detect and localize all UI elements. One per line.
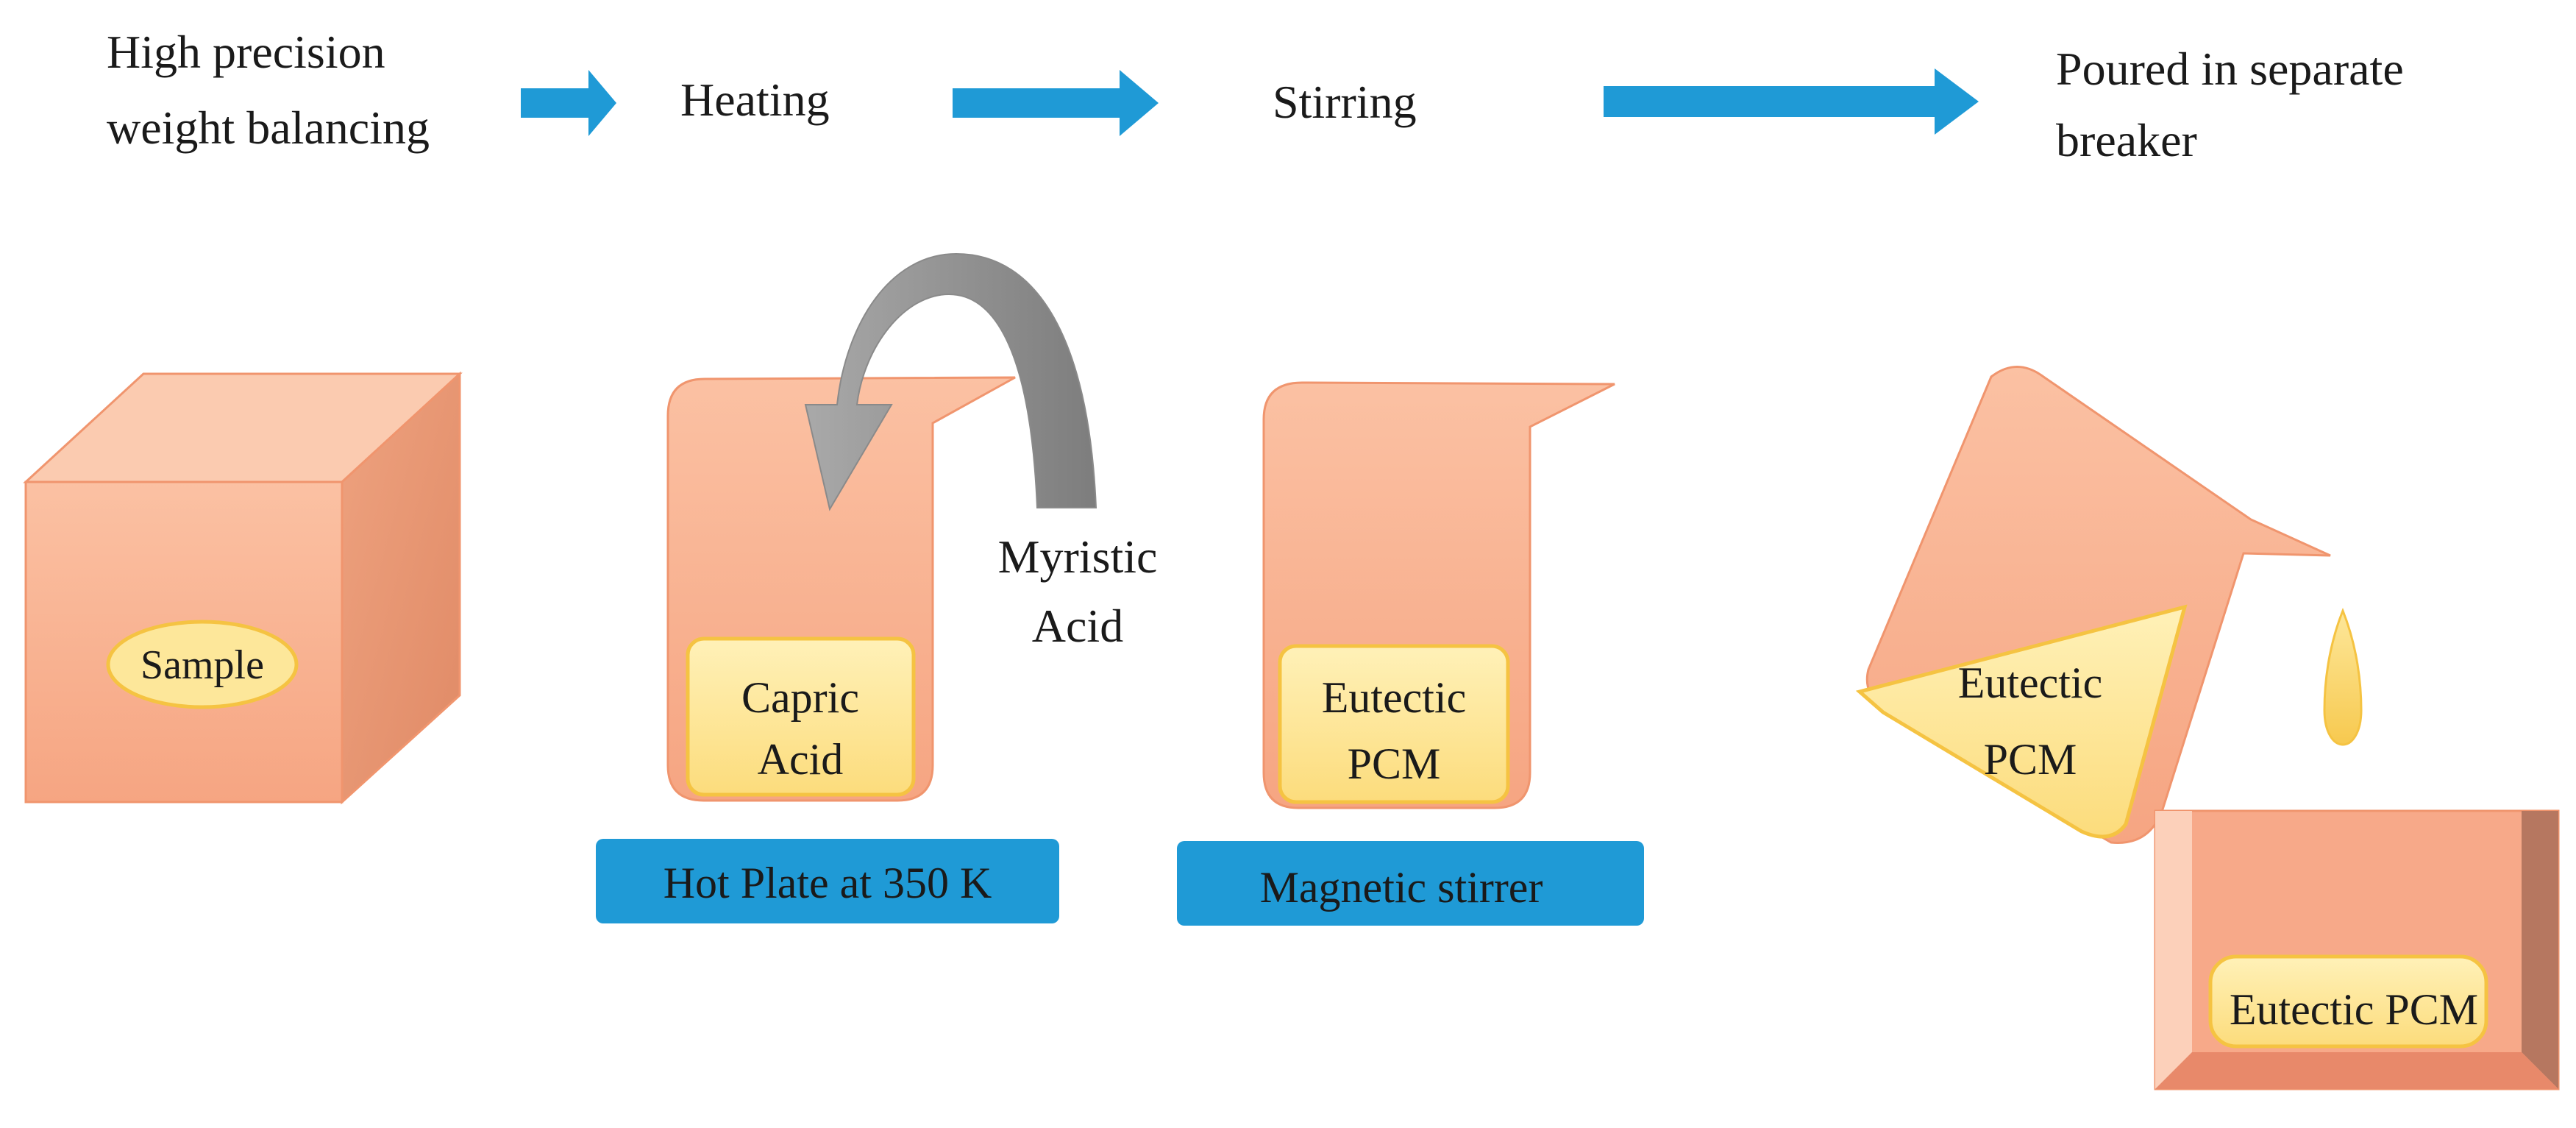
- stirrer-bar: [1177, 841, 1644, 926]
- arrow-right-icon: [1604, 68, 1979, 135]
- step-label-stirring: Stirring: [1273, 76, 1417, 128]
- step-heating-line1: Heating: [680, 74, 830, 126]
- result-label: Eutectic PCM: [2230, 985, 2478, 1034]
- pouring-content-line1: Eutectic: [1958, 659, 2103, 707]
- stirrer-label: Magnetic stirrer: [1260, 863, 1543, 912]
- pouring-content-line2: PCM: [1984, 735, 2077, 784]
- myristic-line1: Myristic: [998, 531, 1158, 583]
- step-weighing-line2: weight balancing: [107, 102, 430, 154]
- arrow-right-icon: [953, 70, 1159, 136]
- container-left-wall: [2155, 811, 2192, 1089]
- step-label-weighing: High precision weight balancing: [107, 26, 430, 154]
- curved-arrow-icon: [804, 252, 1097, 511]
- capric-line1: Capric: [741, 673, 859, 722]
- capric-line2: Acid: [758, 735, 844, 784]
- container-bottom: [2155, 1052, 2558, 1089]
- sample-cube: Sample: [23, 371, 463, 805]
- stirring-content-line2: PCM: [1348, 739, 1441, 788]
- myristic-line2: Acid: [1032, 600, 1123, 652]
- step-label-pouring: Poured in separate breaker: [2056, 43, 2404, 166]
- eutectic-pcm-liquid: [1855, 604, 2188, 839]
- container-right-wall: [2522, 811, 2558, 1089]
- step-weighing-line1: High precision: [107, 26, 385, 78]
- stirring-beaker: Eutectic PCM: [1262, 381, 1615, 809]
- step-stirring-line1: Stirring: [1273, 76, 1417, 128]
- hot-plate-label: Hot Plate at 350 K: [663, 859, 992, 907]
- hot-plate-bar: [596, 839, 1059, 923]
- step-label-heating: Heating: [680, 74, 830, 126]
- result-pcm-liquid: [2208, 954, 2488, 1049]
- heating-beaker: Capric Acid: [666, 376, 1016, 802]
- step-pouring-line2: breaker: [2056, 114, 2197, 166]
- step-pouring-line1: Poured in separate: [2056, 43, 2404, 95]
- capric-acid-liquid: [686, 636, 916, 797]
- eutectic-pcm-liquid: [1278, 644, 1510, 804]
- receiving-container: Eutectic PCM: [2154, 809, 2560, 1090]
- liquid-drop-icon: [2323, 607, 2363, 746]
- sample-label-badge: [106, 620, 299, 709]
- pouring-beaker: Eutectic PCM: [1855, 366, 2331, 844]
- arrow-right-icon: [521, 70, 616, 136]
- stirring-content-line1: Eutectic: [1322, 673, 1467, 722]
- sample-label: Sample: [140, 642, 264, 688]
- magnetic-stirrer: Magnetic stirrer: [1177, 841, 1644, 926]
- hot-plate: Hot Plate at 350 K: [596, 839, 1059, 923]
